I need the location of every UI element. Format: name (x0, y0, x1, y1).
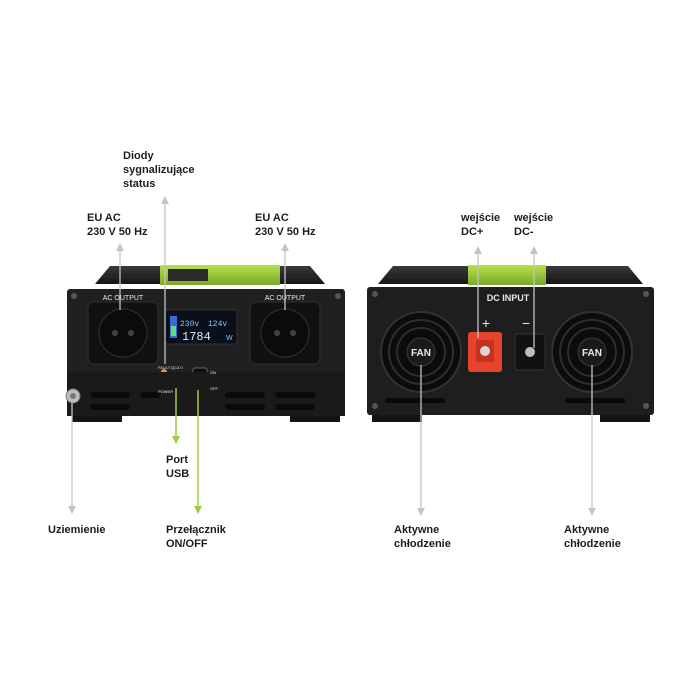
fan-left-label: FAN (411, 348, 431, 359)
callout-arrows (68, 196, 538, 514)
display-unit: W (226, 335, 233, 342)
label-dc-plus: wejście DC+ (461, 212, 501, 238)
label-eu-ac-right: EU AC 230 V 50 Hz (255, 212, 316, 238)
switch-off-label: OFF (210, 386, 219, 391)
green-brand-stripe-back (468, 265, 546, 285)
dc-plus-terminal (468, 332, 502, 372)
label-fan-left: Aktywne chłodzenie (394, 524, 451, 550)
label-grounding: Uziemienie (48, 524, 106, 536)
label-eu-ac-left: EU AC 230 V 50 Hz (87, 212, 148, 238)
switch-on-label: ON (210, 370, 216, 375)
power-label: POWER (158, 389, 173, 394)
label-power-switch: Przełącznik ON/OFF (166, 524, 226, 550)
plus-sign: + (482, 315, 490, 331)
dc-minus-terminal (514, 333, 546, 371)
label-dc-minus: wejście DC- (514, 212, 554, 238)
display-voltage-out: 230v (180, 320, 199, 329)
label-usb-port: Port USB (166, 454, 190, 480)
inverter-back-view: DC INPUT + − FAN FAN (367, 265, 654, 422)
dc-input-label: DC INPUT (487, 293, 530, 303)
minus-sign: − (522, 315, 530, 331)
display-voltage-in: 124v (208, 320, 227, 329)
label-status-leds: Diody sygnalizujące status (123, 150, 195, 190)
fault-label: FAULT (158, 365, 171, 370)
fan-right (551, 311, 633, 393)
label-fan-right: Aktywne chłodzenie (564, 524, 621, 550)
fan-right-label: FAN (582, 348, 602, 359)
callout-arrows-green (172, 388, 202, 514)
inverter-front-view: AC OUTPUT AC OUTPUT 230v 124v 1784 W FAU… (65, 265, 345, 422)
ac-output-left-label: AC OUTPUT (103, 295, 144, 302)
callout-arrows-fans (417, 365, 596, 516)
display-power: 1784 (182, 330, 211, 344)
usb-qc-label: QC3.0 (171, 365, 183, 370)
